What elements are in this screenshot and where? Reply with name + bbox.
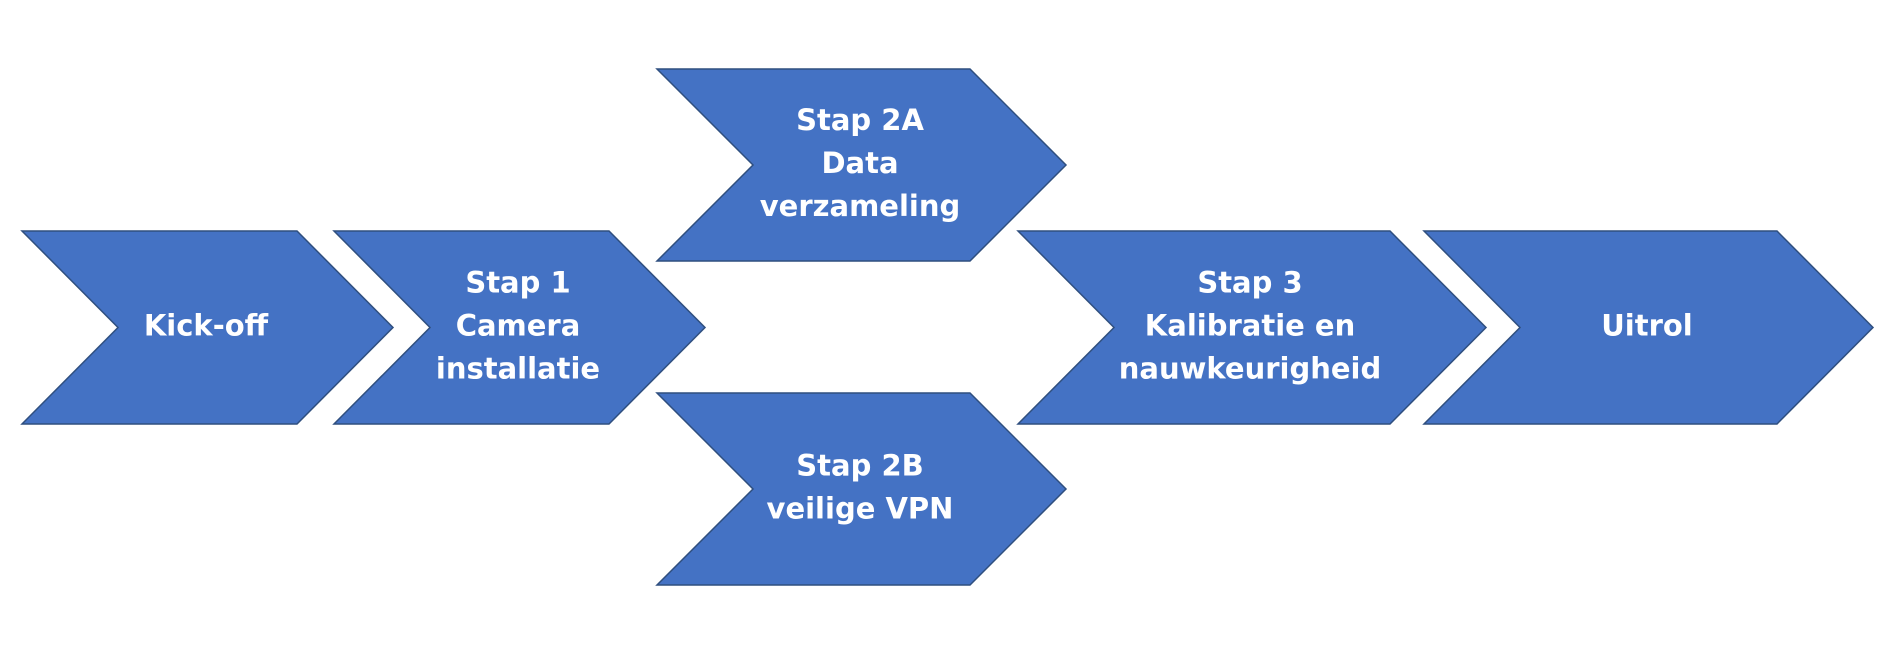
chevron-stap2a: Stap 2A Data verzameling <box>655 68 1068 262</box>
chevron-label-stap2a: verzameling <box>760 189 961 223</box>
chevron-label-stap1: Stap 1 <box>465 266 570 300</box>
chevron-label-stap1: installatie <box>436 352 600 386</box>
chevron-label-stap3: nauwkeurigheid <box>1119 352 1382 386</box>
chevron-label-stap2a: Data <box>821 146 898 180</box>
chevron-kickoff: Kick-off <box>20 230 395 425</box>
chevron-stap3: Stap 3 Kalibratie en nauwkeurigheid <box>1016 230 1488 425</box>
chevron-label-stap1: Camera <box>456 309 581 343</box>
chevron-label-stap2b: veilige VPN <box>767 492 954 526</box>
chevron-stap2b: Stap 2B veilige VPN <box>655 392 1068 586</box>
chevron-shape-stap3 <box>1016 230 1488 425</box>
chevron-label-stap3: Kalibratie en <box>1145 309 1355 343</box>
chevron-label-stap2a: Stap 2A <box>796 103 924 137</box>
chevron-uitrol: Uitrol <box>1422 230 1875 425</box>
chevron-label-kickoff: Kick-off <box>144 309 269 343</box>
chevron-shape-uitrol <box>1422 230 1875 425</box>
chevron-shape-stap1 <box>332 230 707 425</box>
chevron-label-stap3: Stap 3 <box>1197 266 1302 300</box>
chevron-shape-stap2b <box>655 392 1068 586</box>
chevron-shape-stap2a <box>655 68 1068 262</box>
chevron-shape-kickoff <box>20 230 395 425</box>
chevron-label-uitrol: Uitrol <box>1601 309 1693 343</box>
chevron-label-stap2b: Stap 2B <box>796 449 923 483</box>
chevron-stap1: Stap 1 Camera installatie <box>332 230 707 425</box>
